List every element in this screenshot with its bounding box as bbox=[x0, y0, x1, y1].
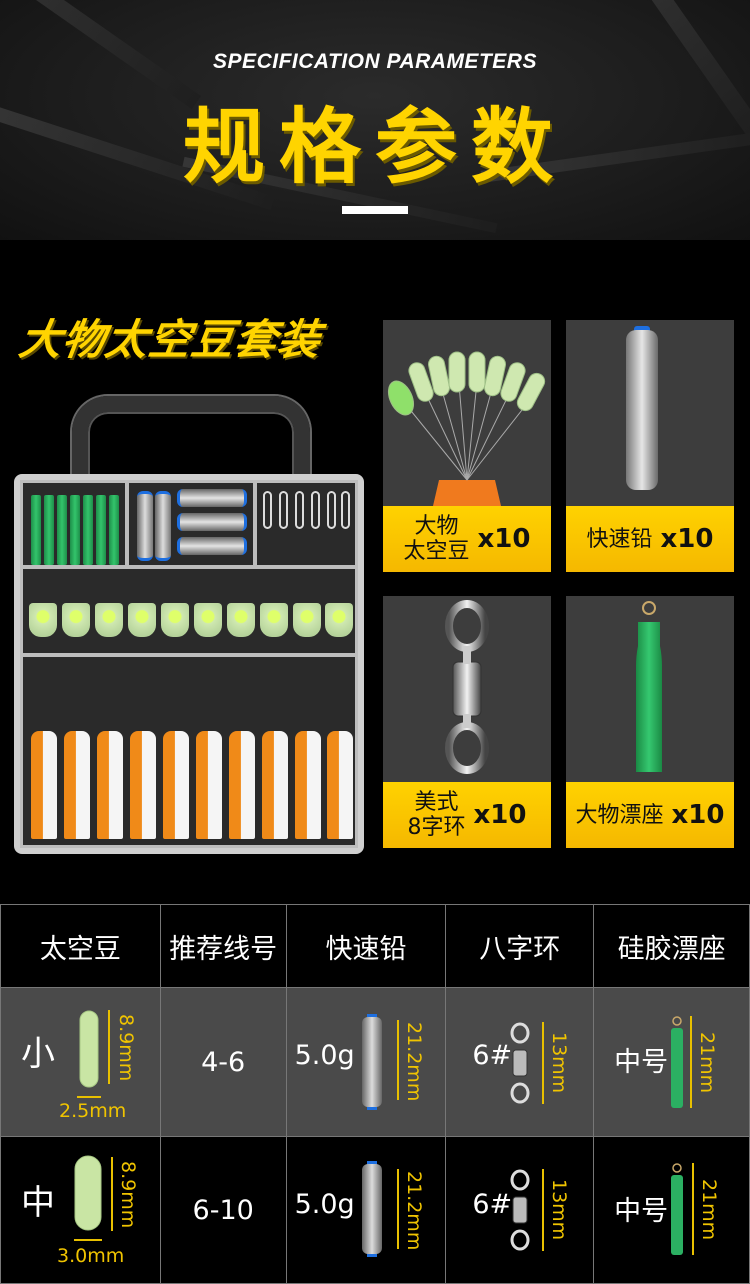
lead-weight: 5.0g bbox=[294, 1189, 355, 1220]
dimension-line bbox=[77, 1096, 101, 1098]
swivel-icon bbox=[510, 1022, 530, 1104]
space-bean-icon bbox=[387, 351, 546, 506]
header-line-number: 推荐线号 bbox=[159, 904, 287, 988]
float-seat-icon bbox=[671, 1163, 684, 1255]
quick-lead-icon bbox=[626, 326, 658, 490]
product-name-line2: 8字环 bbox=[407, 815, 466, 840]
cell-silicone-seat: 中号 21mm bbox=[593, 1136, 750, 1284]
product-name: 大物漂座 bbox=[575, 802, 664, 828]
swivel-length: 13mm bbox=[548, 1179, 571, 1241]
swivel-length: 13mm bbox=[548, 1032, 571, 1094]
lead-weight: 5.0g bbox=[294, 1040, 355, 1071]
bean-length: 8.9mm bbox=[117, 1161, 139, 1229]
product-qty: x10 bbox=[473, 800, 527, 830]
lead-length: 21.2mm bbox=[402, 1022, 425, 1102]
space-bean-icon bbox=[74, 1155, 102, 1231]
title-underline bbox=[342, 206, 408, 214]
tackle-box-illustration bbox=[14, 474, 364, 854]
quick-lead-icon bbox=[361, 1161, 382, 1257]
product-card-space-bean: 大物太空豆 x10 bbox=[383, 320, 551, 572]
bean-width: 2.5mm bbox=[59, 1100, 127, 1122]
cell-space-bean: 中 8.9mm 3.0mm bbox=[0, 1136, 161, 1284]
card-label: 快速铅 x10 bbox=[566, 506, 734, 572]
header-silicone-seat: 硅胶漂座 bbox=[593, 904, 750, 988]
banner-subtitle: SPECIFICATION PARAMETERS bbox=[213, 50, 537, 73]
float-seat-icon bbox=[636, 601, 662, 772]
product-name: 快速铅 bbox=[586, 526, 653, 552]
table-row: 小 8.9mm 2.5mm 4-6 5.0g 21.2mm 6# 13mm 中号… bbox=[0, 987, 750, 1137]
space-bean-icon bbox=[79, 1010, 99, 1088]
dimension-line bbox=[396, 1020, 399, 1100]
lead-length: 21.2mm bbox=[402, 1171, 425, 1251]
product-name-line1: 大物 bbox=[414, 514, 459, 539]
size-label: 中 bbox=[21, 1183, 55, 1223]
dimension-line bbox=[542, 1022, 545, 1104]
product-qty: x10 bbox=[477, 524, 531, 554]
dimension-line bbox=[108, 1010, 110, 1084]
header-space-bean: 太空豆 bbox=[0, 904, 161, 988]
page-title: 规格参数 bbox=[182, 100, 567, 195]
product-qty: x10 bbox=[660, 524, 714, 554]
swivel-size: 6# bbox=[472, 1040, 513, 1071]
header-quick-lead: 快速铅 bbox=[285, 904, 447, 988]
dimension-line bbox=[74, 1239, 102, 1241]
compartment-space-beans bbox=[20, 566, 358, 848]
swivel-size: 6# bbox=[472, 1189, 513, 1220]
table-header-row: 太空豆 推荐线号 快速铅 八字环 硅胶漂座 bbox=[0, 904, 750, 988]
card-label: 大物太空豆 x10 bbox=[383, 506, 551, 572]
compartment-quick-leads bbox=[126, 480, 256, 568]
cell-swivel: 6# 13mm bbox=[445, 1136, 595, 1284]
cell-line-number: 6-10 bbox=[159, 1136, 287, 1284]
cell-silicone-seat: 中号 21mm bbox=[593, 987, 750, 1137]
dimension-line bbox=[111, 1157, 113, 1231]
header-banner: SPECIFICATION PARAMETERS 规格参数 bbox=[0, 0, 750, 240]
bean-width: 3.0mm bbox=[57, 1245, 125, 1267]
kit-title: 大物太空豆套装 bbox=[16, 315, 325, 364]
table-row: 中 8.9mm 3.0mm 6-10 5.0g 21.2mm 6# 13mm 中… bbox=[0, 1136, 750, 1284]
dimension-line bbox=[692, 1163, 695, 1255]
seat-size: 中号 bbox=[614, 1047, 669, 1078]
tackle-box-handle bbox=[72, 396, 310, 496]
compartment-swivels bbox=[254, 480, 358, 568]
quick-lead-icon bbox=[361, 1014, 382, 1110]
product-card-float-seat: 大物漂座 x10 bbox=[566, 596, 734, 848]
swivel-icon bbox=[445, 600, 489, 774]
dimension-line bbox=[542, 1169, 545, 1251]
card-label: 大物漂座 x10 bbox=[566, 782, 734, 848]
product-name-line2: 太空豆 bbox=[403, 539, 470, 564]
compartment-float-seats bbox=[20, 480, 128, 568]
float-seat-icon bbox=[671, 1016, 684, 1108]
product-qty: x10 bbox=[671, 800, 725, 830]
cell-quick-lead: 5.0g 21.2mm bbox=[285, 1136, 447, 1284]
dimension-line bbox=[690, 1016, 693, 1108]
bean-length: 8.9mm bbox=[115, 1014, 137, 1082]
seat-length: 21mm bbox=[698, 1179, 721, 1241]
seat-size: 中号 bbox=[614, 1196, 669, 1227]
seat-length: 21mm bbox=[696, 1032, 719, 1094]
product-card-quick-lead: 快速铅 x10 bbox=[566, 320, 734, 572]
cell-space-bean: 小 8.9mm 2.5mm bbox=[0, 987, 161, 1137]
cell-line-number: 4-6 bbox=[159, 987, 287, 1137]
spec-table: 太空豆 推荐线号 快速铅 八字环 硅胶漂座 小 8.9mm 2.5mm 4-6 … bbox=[0, 904, 750, 1284]
product-name-line1: 美式 bbox=[414, 790, 459, 815]
cell-quick-lead: 5.0g 21.2mm bbox=[285, 987, 447, 1137]
size-label: 小 bbox=[21, 1034, 55, 1074]
dimension-line bbox=[396, 1169, 399, 1249]
cell-swivel: 6# 13mm bbox=[445, 987, 595, 1137]
header-swivel: 八字环 bbox=[445, 904, 595, 988]
swivel-icon bbox=[510, 1169, 530, 1251]
